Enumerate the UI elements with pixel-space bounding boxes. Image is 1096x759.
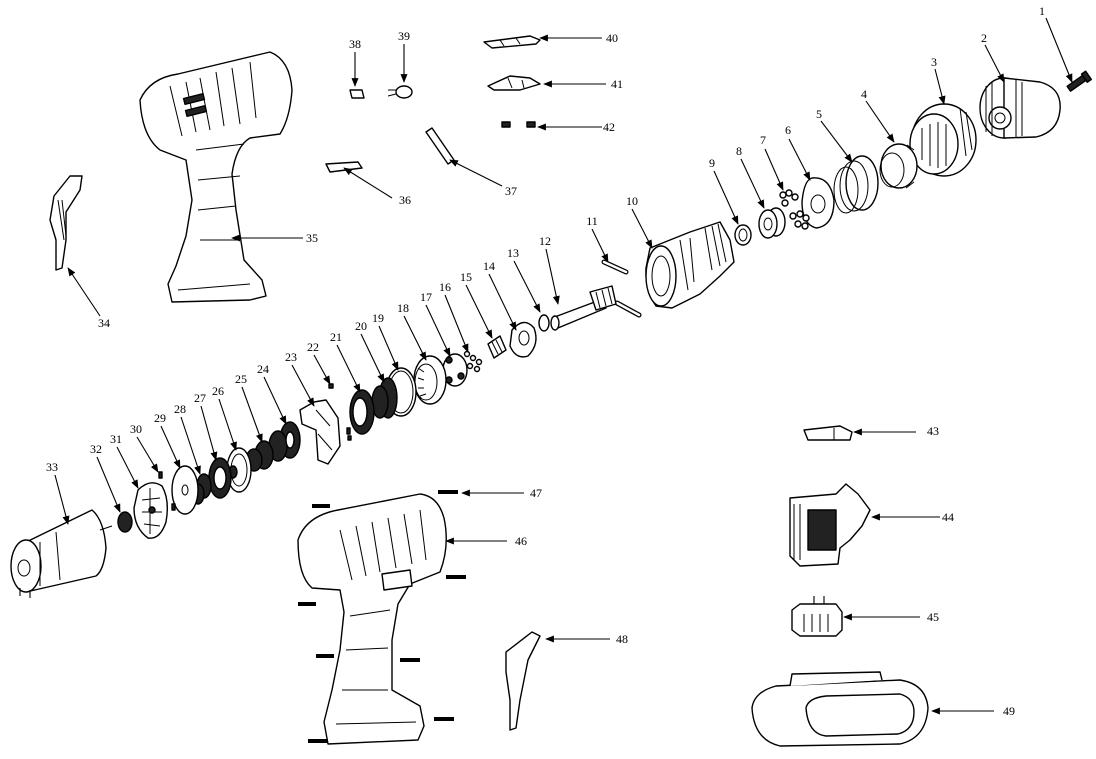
part-35-housing-drawing bbox=[139, 51, 293, 303]
part-36-plate-drawing bbox=[325, 161, 363, 173]
part-6-plate-drawing bbox=[801, 177, 835, 229]
label-part-42: 42 bbox=[603, 120, 615, 134]
part-30-screws-drawing bbox=[158, 471, 176, 511]
label-part-44: 44 bbox=[942, 510, 954, 524]
label-part-39: 39 bbox=[398, 29, 410, 43]
label-part-20: 20 bbox=[355, 319, 367, 333]
label-part-27: 27 bbox=[194, 391, 206, 405]
label-part-14: 14 bbox=[483, 259, 495, 273]
part-21-ring-gear-drawing bbox=[349, 389, 375, 435]
label-part-21: 21 bbox=[330, 330, 342, 344]
part-38-block-drawing bbox=[349, 89, 365, 99]
part-18-ring-gear-drawing bbox=[413, 355, 447, 405]
part-31-motor-plate-drawing bbox=[133, 482, 169, 539]
part-46-housing-drawing bbox=[297, 493, 447, 745]
label-part-45: 45 bbox=[927, 610, 939, 624]
part-14-plate-drawing bbox=[509, 321, 537, 358]
part-labels: 1 2 3 4 5 6 7 8 9 10 11 12 13 14 15 16 1… bbox=[46, 4, 1045, 718]
label-part-28: 28 bbox=[174, 402, 186, 416]
part-8-bearing-drawing bbox=[758, 207, 786, 239]
label-part-30: 30 bbox=[130, 422, 142, 436]
label-part-36: 36 bbox=[399, 193, 411, 207]
label-part-31: 31 bbox=[110, 432, 122, 446]
label-part-35: 35 bbox=[306, 231, 318, 245]
part-9-washer-drawing bbox=[734, 224, 752, 246]
label-part-1: 1 bbox=[1039, 4, 1045, 18]
part-47-screws-drawing bbox=[298, 490, 466, 743]
part-10-gearbox-housing-drawing bbox=[645, 221, 735, 309]
label-part-46: 46 bbox=[515, 534, 527, 548]
part-22-pins-drawing bbox=[328, 383, 352, 441]
label-part-43: 43 bbox=[927, 424, 939, 438]
part-37-strip-drawing bbox=[425, 127, 455, 165]
label-part-13: 13 bbox=[507, 246, 519, 260]
label-part-29: 29 bbox=[154, 411, 166, 425]
part-7-balls-drawing bbox=[779, 189, 810, 230]
label-part-38: 38 bbox=[349, 37, 361, 51]
part-49-battery-drawing bbox=[751, 671, 929, 747]
label-part-8: 8 bbox=[736, 144, 742, 158]
part-44-switch-drawing bbox=[789, 483, 871, 567]
label-part-12: 12 bbox=[539, 234, 551, 248]
part-48-bracket-drawing bbox=[505, 631, 541, 731]
part-2-chuck-drawing bbox=[979, 77, 1061, 139]
part-25-gear-drawing bbox=[245, 440, 274, 472]
part-32-pinion-drawing bbox=[117, 511, 133, 533]
label-part-41: 41 bbox=[611, 77, 623, 91]
label-part-25: 25 bbox=[235, 372, 247, 386]
part-27-gear-drawing bbox=[208, 457, 232, 499]
part-24-gear-drawing bbox=[268, 421, 301, 462]
part-40-clip-drawing bbox=[483, 35, 541, 49]
part-11-pins-drawing bbox=[601, 259, 642, 318]
part-16-balls-drawing bbox=[463, 350, 483, 373]
label-part-18: 18 bbox=[397, 301, 409, 315]
label-part-2: 2 bbox=[981, 31, 987, 45]
label-part-5: 5 bbox=[816, 107, 822, 121]
part-20-gear-drawing bbox=[371, 377, 398, 419]
label-part-7: 7 bbox=[760, 133, 766, 147]
part-13-washer-drawing bbox=[538, 314, 550, 332]
label-part-33: 33 bbox=[46, 460, 58, 474]
leader-lines bbox=[54, 17, 1073, 715]
part-42-parts-drawing bbox=[501, 121, 536, 128]
label-part-17: 17 bbox=[420, 290, 432, 304]
part-34-bracket-drawing bbox=[49, 175, 83, 271]
part-12-spindle-drawing bbox=[550, 285, 617, 331]
part-1-screw-drawing bbox=[1066, 70, 1093, 92]
label-part-47: 47 bbox=[530, 486, 542, 500]
label-part-37: 37 bbox=[505, 184, 517, 198]
label-part-49: 49 bbox=[1003, 704, 1015, 718]
part-17-carrier-drawing bbox=[442, 353, 468, 387]
part-5-spring-drawing bbox=[833, 155, 879, 214]
part-29-washer-drawing bbox=[171, 465, 199, 515]
label-part-24: 24 bbox=[257, 362, 269, 376]
part-23-bracket-drawing bbox=[299, 399, 341, 465]
label-part-15: 15 bbox=[460, 270, 472, 284]
label-part-23: 23 bbox=[285, 350, 297, 364]
part-43-button-drawing bbox=[803, 425, 853, 441]
label-part-11: 11 bbox=[586, 214, 598, 228]
label-part-32: 32 bbox=[90, 442, 102, 456]
label-part-26: 26 bbox=[212, 384, 224, 398]
part-15-carrier-drawing bbox=[487, 335, 507, 359]
label-part-48: 48 bbox=[616, 632, 628, 646]
label-part-40: 40 bbox=[606, 31, 618, 45]
part-4-clutch-ring-drawing bbox=[879, 143, 918, 189]
label-part-3: 3 bbox=[931, 55, 937, 69]
label-part-22: 22 bbox=[307, 340, 319, 354]
label-part-19: 19 bbox=[372, 311, 384, 325]
part-33-motor-drawing bbox=[10, 509, 113, 598]
part-41-clip-drawing bbox=[487, 75, 541, 91]
label-part-10: 10 bbox=[626, 194, 638, 208]
part-45-terminal-block-drawing bbox=[791, 596, 843, 637]
label-part-16: 16 bbox=[439, 280, 451, 294]
part-39-light-drawing bbox=[387, 85, 413, 99]
label-part-4: 4 bbox=[861, 87, 867, 101]
label-part-34: 34 bbox=[98, 316, 110, 330]
label-part-6: 6 bbox=[785, 123, 791, 137]
label-part-9: 9 bbox=[709, 156, 715, 170]
part-3-sleeve-drawing bbox=[909, 103, 977, 177]
